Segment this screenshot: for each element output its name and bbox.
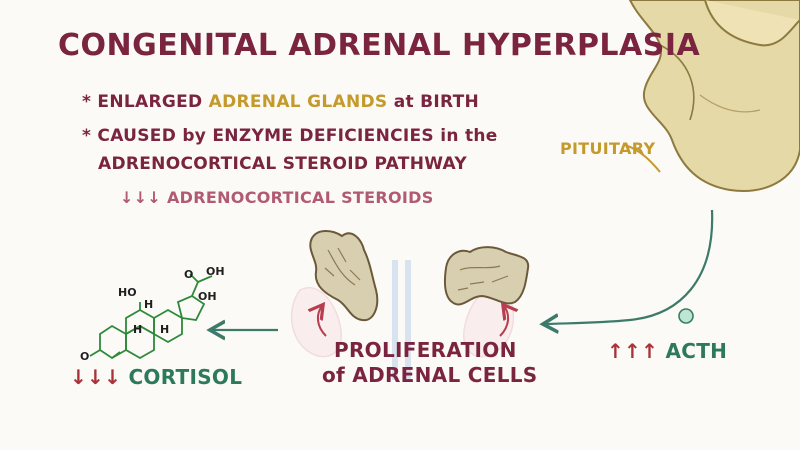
bullet-text-part1: ENLARGED	[97, 92, 209, 112]
pituitary-to-adrenal-arrow	[545, 209, 714, 324]
bullet-enlarged-glands: * ENLARGED ADRENAL GLANDS at BIRTH	[82, 92, 479, 112]
proliferation-label-line1: PROLIFERATION	[334, 338, 517, 362]
up-arrows-icon: ↑↑↑	[607, 339, 659, 363]
proliferation-label-line2: of ADRENAL CELLS	[322, 363, 538, 387]
structure-h1-label: H	[144, 298, 154, 311]
sub-bullet-text: ADRENOCORTICAL STEROIDS	[161, 188, 434, 207]
proliferation-arrow-left	[318, 306, 327, 337]
bullet-enzyme-deficiency: * CAUSED by ENZYME DEFICIENCIES in the	[82, 126, 498, 146]
down-arrows-icon: ↓↓↓	[120, 188, 162, 207]
cortisol-structure-icon	[89, 273, 213, 360]
pituitary-gland-icon	[624, 0, 800, 192]
bullet-highlight-adrenal: ADRENAL GLANDS	[208, 92, 388, 112]
page-title: CONGENITAL ADRENAL HYPERPLASIA	[58, 28, 701, 63]
bullet-text-part2: at BIRTH	[387, 92, 480, 112]
structure-oh-top-label: OH	[206, 265, 225, 278]
acth-text: ACTH	[658, 339, 728, 363]
bullet-enzyme-deficiency-line2: ADRENOCORTICAL STEROID PATHWAY	[98, 154, 467, 174]
down-arrows-icon: ↓↓↓	[70, 365, 122, 389]
cortisol-label: ↓↓↓ CORTISOL	[70, 365, 242, 389]
bullet-text-line1: CAUSED by ENZYME DEFICIENCIES in the	[97, 126, 498, 146]
bullet-marker: *	[82, 92, 92, 112]
cortisol-text: CORTISOL	[121, 365, 243, 389]
structure-ho-label: HO	[118, 286, 137, 299]
pituitary-label: PITUITARY	[560, 139, 656, 158]
structure-h2-label: H	[133, 323, 143, 336]
acth-label: ↑↑↑ ACTH	[607, 339, 727, 363]
bullet-marker: *	[82, 126, 92, 146]
structure-h3-label: H	[160, 323, 170, 336]
structure-o-top-label: O	[184, 268, 194, 281]
sub-bullet-steroids: ↓↓↓ ADRENOCORTICAL STEROIDS	[120, 188, 434, 207]
proliferation-arrow-right	[499, 306, 508, 337]
right-adrenal-gland-icon	[443, 246, 530, 306]
structure-o-left-label: O	[80, 350, 90, 363]
acth-molecule-icon	[678, 308, 694, 324]
structure-oh-side-label: OH	[198, 290, 217, 303]
